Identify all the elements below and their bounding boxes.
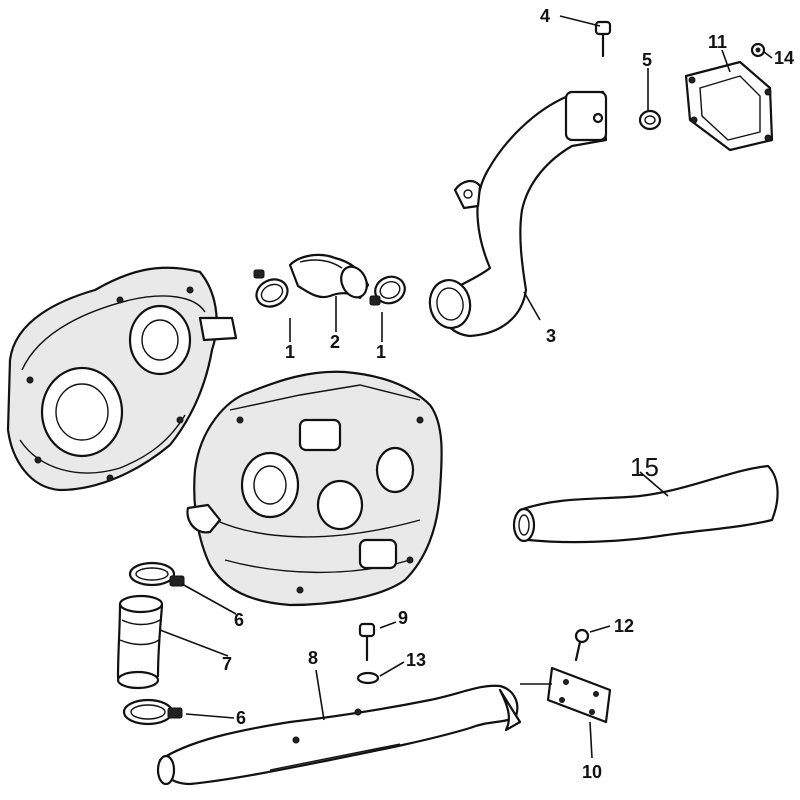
callout-13: 13	[406, 650, 426, 670]
elbow-boot-2	[288, 253, 370, 300]
bolt-14	[750, 42, 766, 58]
hose-clamp-1-right	[369, 275, 406, 306]
callout-15: 15	[630, 452, 659, 482]
callout-2: 2	[330, 332, 340, 352]
bracket-plate-10	[520, 666, 612, 724]
engine-side-cover	[6, 266, 238, 492]
callouts: 1 2 1 3 4 5 11 14 15 6 7 6 8 9 13 12 10	[222, 6, 794, 782]
callout-1-right: 1	[376, 342, 386, 362]
nut-5	[638, 109, 662, 131]
callout-3: 3	[546, 326, 556, 346]
duct-15	[512, 464, 779, 544]
hose-clamp-1-left	[253, 269, 289, 308]
washer-13	[356, 671, 380, 685]
bolt-9	[358, 622, 376, 662]
hose-clamp-6-upper	[128, 561, 185, 587]
callout-11: 11	[708, 32, 727, 52]
air-duct-3	[428, 90, 608, 338]
hose-clamp-6-lower	[122, 698, 183, 726]
bolt-4	[594, 20, 612, 58]
engine-block	[186, 370, 443, 607]
hose-7	[116, 594, 164, 690]
callout-5: 5	[642, 50, 652, 70]
callout-1-left: 1	[285, 342, 295, 362]
bolt-12	[574, 628, 590, 662]
callout-14: 14	[774, 48, 794, 68]
callout-7: 7	[222, 654, 232, 674]
callout-9: 9	[398, 608, 408, 628]
callout-12: 12	[614, 616, 634, 636]
callout-4: 4	[540, 6, 550, 26]
intake-flange-11	[684, 60, 774, 152]
callout-8: 8	[308, 648, 318, 668]
callout-6-lower: 6	[236, 708, 246, 728]
callout-6-upper: 6	[234, 610, 244, 630]
lower-tube-8	[156, 684, 522, 786]
callout-10: 10	[582, 762, 602, 782]
leader-lines	[159, 15, 773, 759]
